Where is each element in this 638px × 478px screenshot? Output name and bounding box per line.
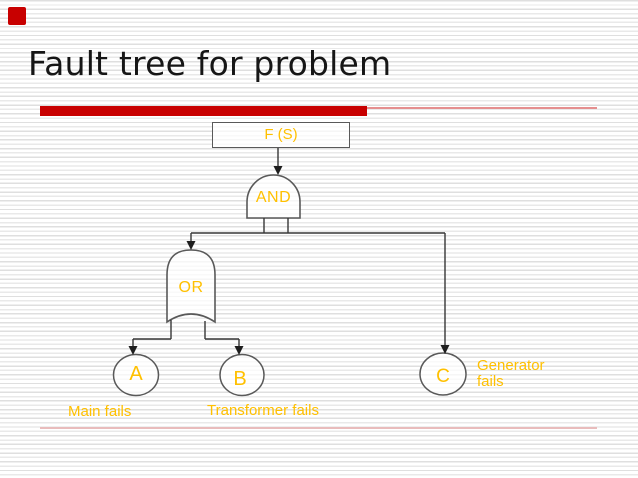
event-circle-c: [419, 352, 467, 396]
connector-lines: [132, 148, 446, 348]
event-b-label: B: [233, 368, 247, 390]
or-gate-shape: [166, 249, 216, 324]
top-event-box: F (S): [212, 122, 350, 148]
top-event-label: F (S): [264, 126, 298, 143]
event-a-label: A: [129, 363, 143, 385]
event-b-caption: Transformer fails: [207, 402, 319, 419]
footer-rule: [40, 427, 597, 429]
arrow-to-or-gate: [186, 241, 196, 250]
or-gate-label: OR: [178, 279, 204, 296]
and-gate-label: AND: [255, 189, 292, 206]
event-c-caption: Generator fails: [477, 357, 545, 390]
arrowheads: [128, 166, 450, 355]
event-circle-b: [219, 353, 265, 397]
arrow-to-event-c: [440, 345, 450, 354]
red-accent-square: [8, 7, 26, 25]
event-c-label: C: [436, 366, 450, 387]
arrow-to-event-b: [234, 346, 244, 355]
arrow-to-event-a: [128, 346, 138, 355]
arrow-to-and-gate: [273, 166, 283, 175]
and-gate-shape: [246, 174, 301, 219]
event-circle-a: [112, 353, 160, 397]
title-thin-rule: [367, 107, 597, 109]
title-underline-bar: [40, 106, 367, 116]
event-a-caption: Main fails: [68, 403, 132, 420]
slide-title: Fault tree for problem: [28, 44, 392, 83]
